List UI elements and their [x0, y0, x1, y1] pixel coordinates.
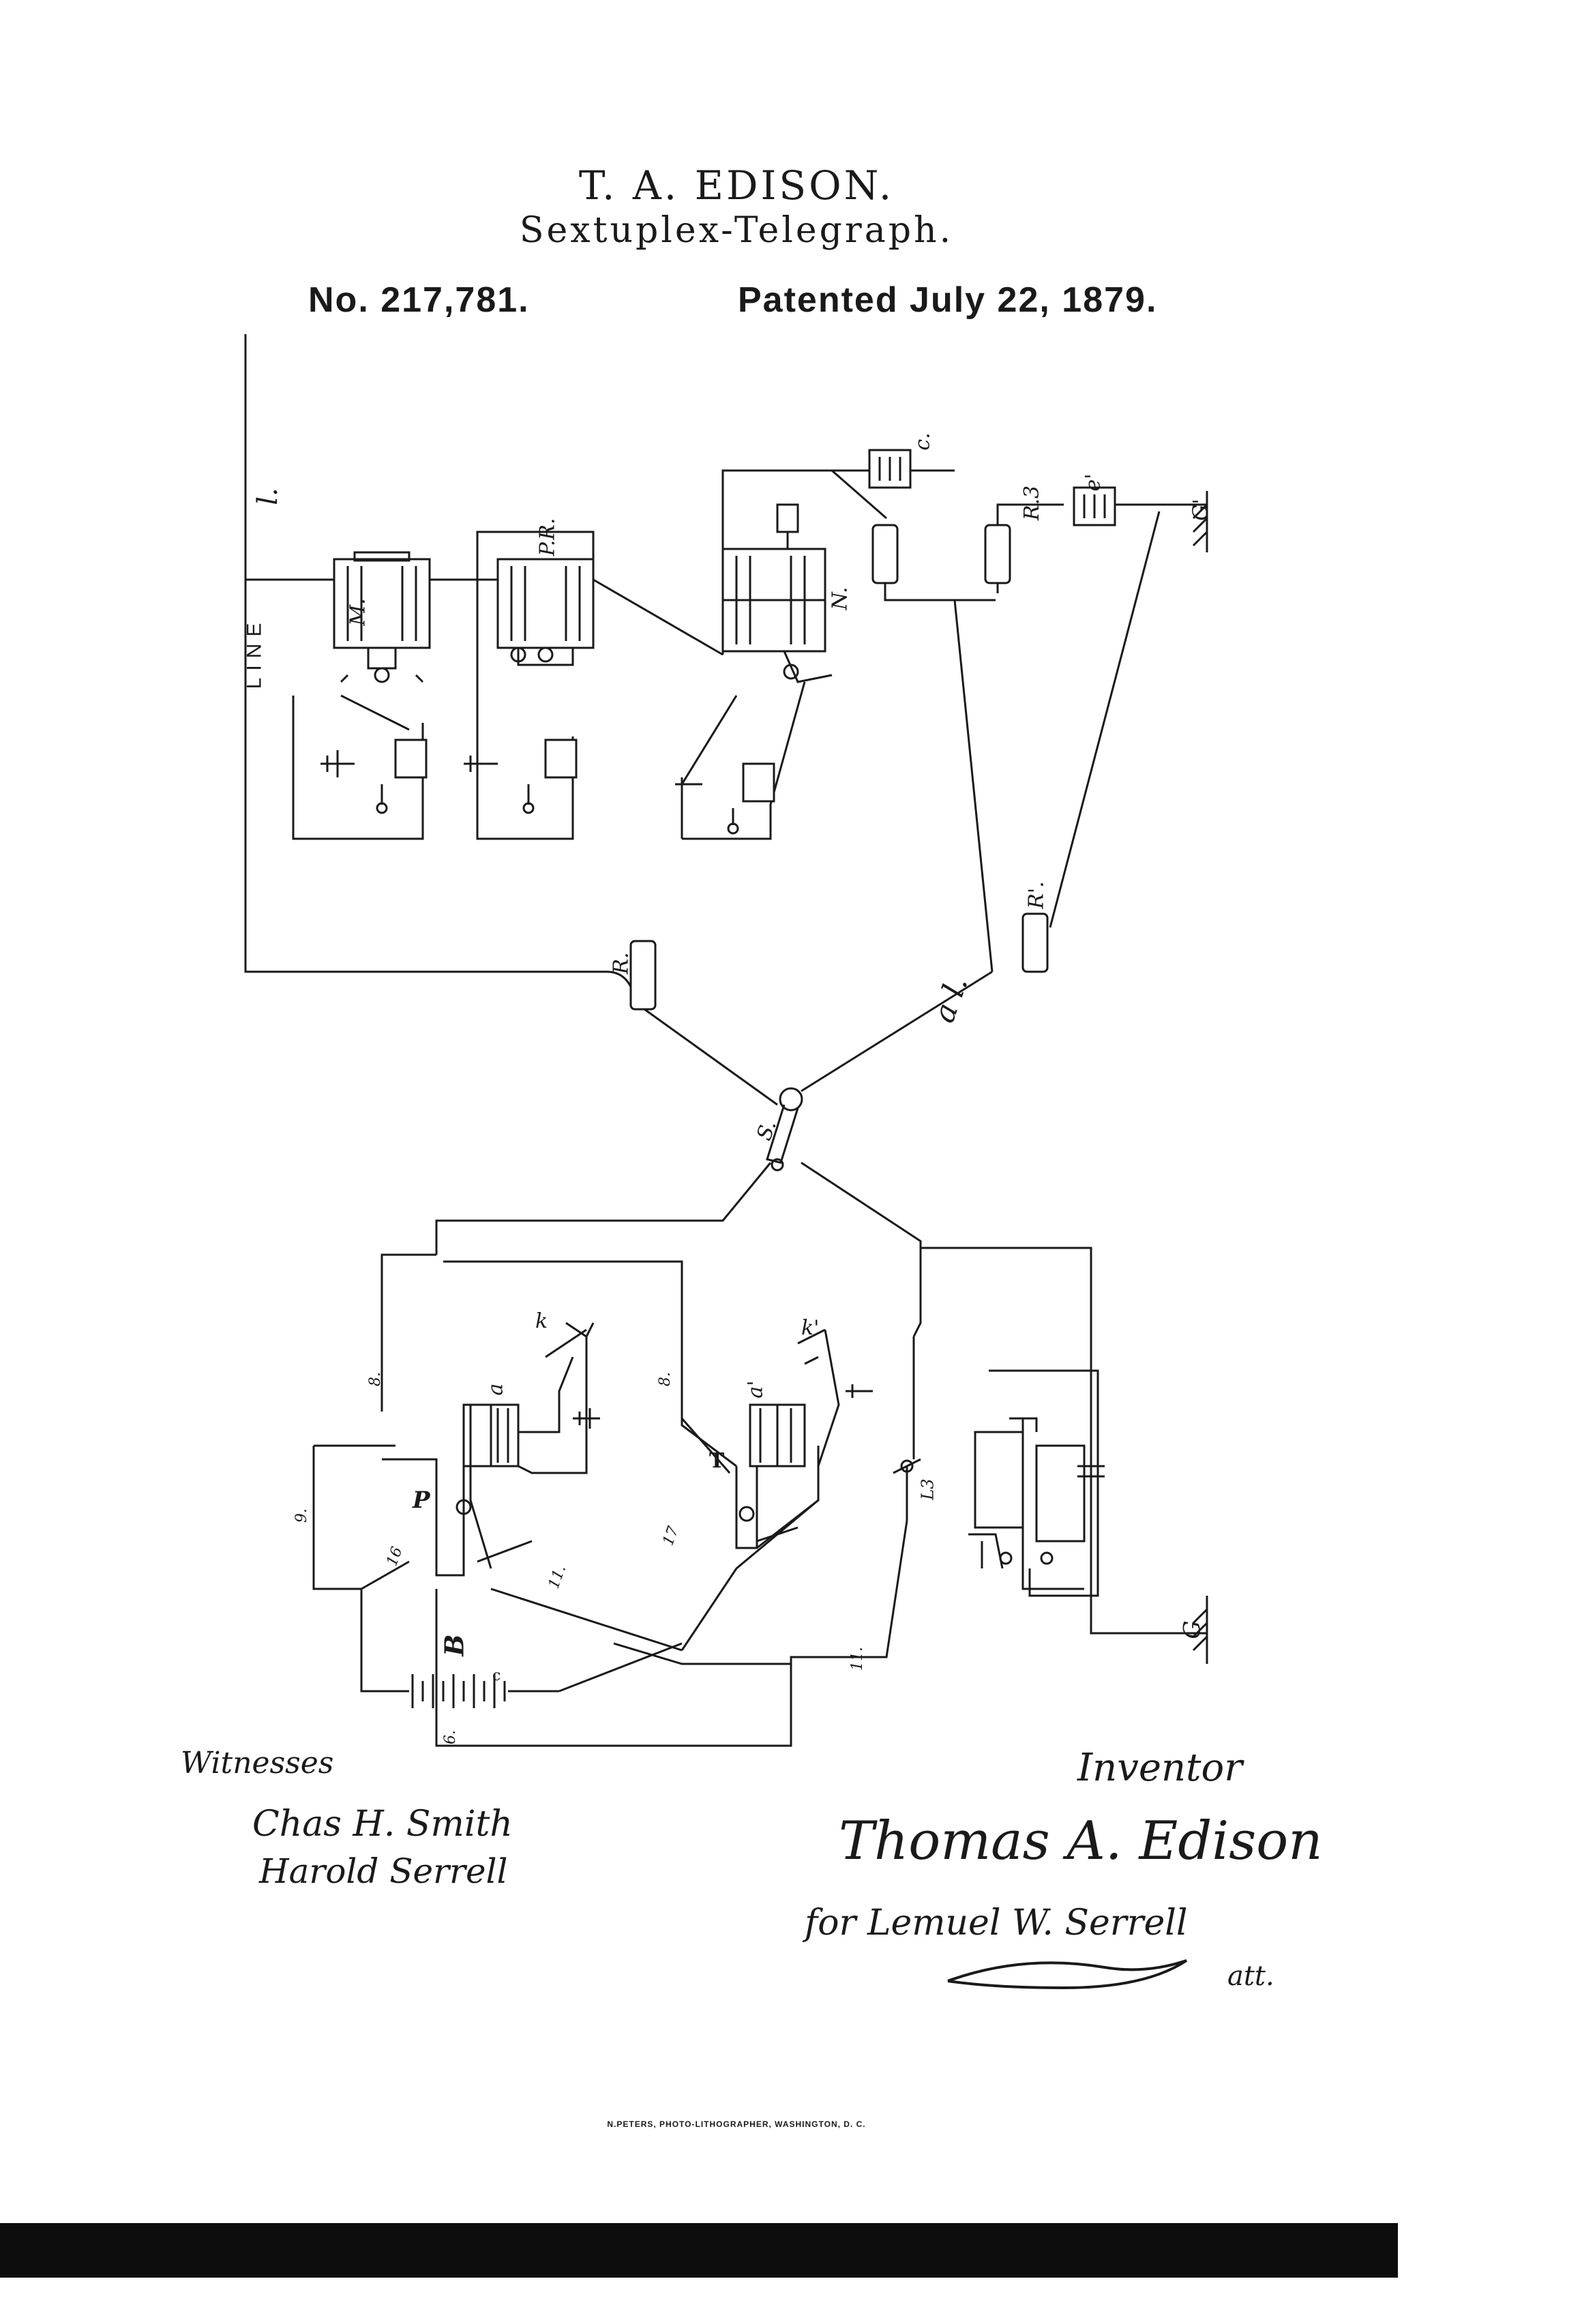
- attorney-suffix: att.: [1227, 1961, 1274, 1992]
- magnet-a: [462, 1403, 520, 1468]
- condenser-e1: [1073, 486, 1116, 526]
- key-k1: [797, 1328, 826, 1365]
- lever-t: [735, 1466, 799, 1549]
- label-l3: L3: [918, 1478, 938, 1500]
- line-wire: [244, 334, 636, 996]
- label-line: LINE: [243, 616, 266, 689]
- witness-2-signature: Harold Serrell: [259, 1851, 508, 1891]
- label-wire-9: 9.: [293, 1508, 310, 1523]
- label-m: M.: [346, 598, 370, 626]
- label-r1: R'.: [1024, 881, 1049, 909]
- right-apparatus: [968, 1369, 1105, 1597]
- relay-m: [333, 551, 431, 683]
- label-k: k: [535, 1309, 548, 1333]
- witness-1-signature: Chas H. Smith: [252, 1804, 513, 1845]
- ground-g1: [1192, 491, 1208, 552]
- resistor-r3: [984, 524, 1011, 584]
- label-p: P: [413, 1487, 430, 1514]
- label-a1: a': [743, 1380, 768, 1399]
- label-pr: P.R.: [535, 518, 560, 556]
- label-c: c.: [910, 432, 935, 451]
- witnesses-heading: Witnesses: [181, 1746, 334, 1781]
- label-l: l.: [252, 488, 284, 505]
- inventor-signature: Thomas A. Edison: [839, 1811, 1323, 1872]
- label-wire-11b: 11.: [849, 1647, 866, 1671]
- condenser-c: [868, 449, 912, 489]
- scan-border-bar: [0, 2223, 1398, 2278]
- resistor-upper: [871, 524, 899, 584]
- label-g: G: [1178, 1620, 1206, 1639]
- label-wire-8b: 8.: [657, 1372, 674, 1386]
- inventor-name: T. A. EDISON.: [578, 162, 895, 209]
- label-k1: k': [801, 1316, 820, 1340]
- switch-s: [766, 1087, 803, 1172]
- label-t: T: [709, 1449, 725, 1473]
- sounder-2: [522, 739, 578, 814]
- signature-flourish: [947, 1959, 1188, 1990]
- label-b: B: [438, 1634, 470, 1656]
- relay-pr: [496, 558, 595, 666]
- magnet-a1: [749, 1403, 806, 1468]
- label-r: R.: [609, 952, 633, 974]
- sounder-1: [376, 739, 428, 814]
- label-g1: G': [1189, 498, 1213, 521]
- label-r3: R.3: [1020, 485, 1045, 521]
- attorney-signature: for Lemuel W. Serrell: [805, 1903, 1188, 1943]
- lever-p: [382, 1405, 533, 1577]
- resistor-r1: [1021, 912, 1049, 973]
- inventor-heading: Inventor: [1077, 1746, 1243, 1790]
- label-a: a: [483, 1383, 508, 1396]
- label-battery-c: c: [492, 1667, 501, 1684]
- relay-n: [721, 503, 833, 683]
- battery-b: [395, 1674, 559, 1718]
- label-wire-8a: 8.: [367, 1372, 384, 1386]
- sounder-3: [727, 762, 775, 835]
- patent-number: No. 217,781.: [308, 280, 530, 320]
- ground-g: [1192, 1596, 1208, 1664]
- label-wire-6: 6.: [442, 1730, 459, 1744]
- label-e1: e': [1081, 473, 1105, 492]
- lithographer-credit: N.PETERS, PHOTO-LITHOGRAPHER, WASHINGTON…: [607, 2119, 866, 2129]
- resistor-r: [629, 940, 657, 1011]
- invention-title: Sextuplex-Telegraph.: [519, 210, 954, 251]
- patent-date: Patented July 22, 1879.: [738, 280, 1158, 320]
- switch-l3: [893, 1458, 921, 1521]
- label-n: N.: [828, 586, 852, 610]
